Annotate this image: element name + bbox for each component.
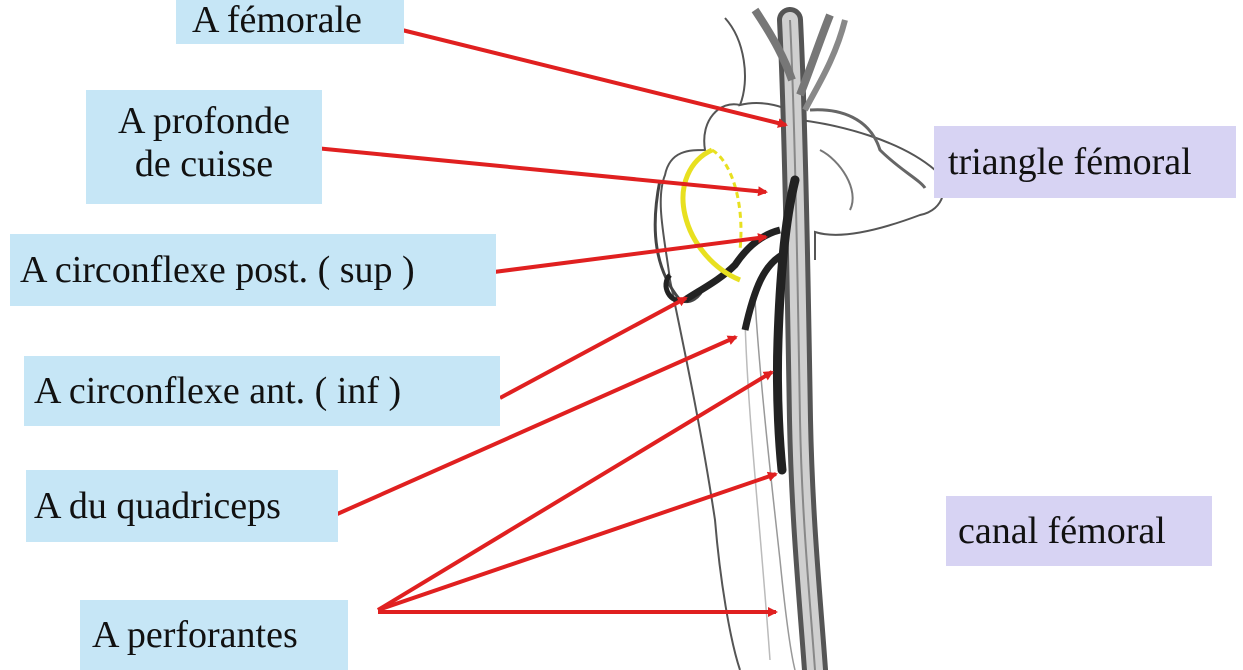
arrow-perforante-2 <box>378 474 776 610</box>
label-profonde: A profonde de cuisse <box>86 90 322 204</box>
label-profonde-line2: de cuisse <box>86 143 322 186</box>
label-circonflexe-ant: A circonflexe ant. ( inf ) <box>24 356 500 426</box>
label-canal-femoral: canal fémoral <box>946 496 1212 566</box>
label-triangle-femoral: triangle fémoral <box>934 126 1236 198</box>
label-circonflexe-post: A circonflexe post. ( sup ) <box>10 234 496 306</box>
arrow-femorale <box>402 30 786 125</box>
arrow-circ-ant <box>500 298 686 398</box>
arrow-profonde <box>315 148 766 192</box>
label-profonde-line1: A profonde <box>86 100 322 143</box>
label-perforantes: A perforantes <box>80 600 348 670</box>
label-quadriceps: A du quadriceps <box>26 470 338 542</box>
arrow-circ-post <box>494 237 766 272</box>
label-femorale: A fémorale <box>176 0 404 44</box>
